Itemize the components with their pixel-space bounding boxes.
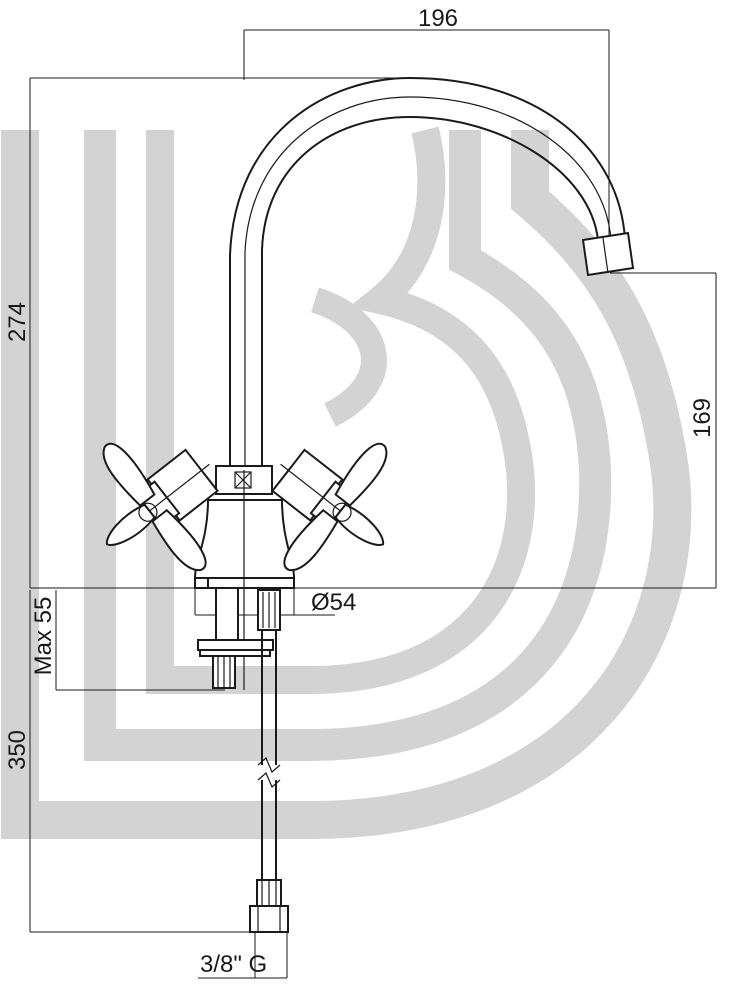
dimension-max-deck-thickness: Max 55: [30, 590, 225, 691]
mounting-hardware: [197, 470, 274, 690]
base-diameter-label: Ø54: [311, 589, 356, 616]
hose-connection-nut: [249, 905, 289, 933]
dimension-connection-thread: 3/8" G: [198, 932, 288, 979]
max-deck-thickness-label: Max 55: [30, 597, 57, 676]
dimension-spout-height: 169: [30, 272, 717, 589]
flexible-supply-hose: [249, 589, 289, 933]
dimension-total-height: 274: [4, 77, 400, 588]
spout-aerator: [581, 231, 635, 277]
left-cross-handle: [102, 442, 219, 572]
spout-height-label: 169: [689, 398, 716, 438]
dimension-spout-reach: 196: [243, 5, 610, 240]
connection-thread-label: 3/8" G: [200, 951, 267, 978]
right-cross-handle: [271, 442, 388, 572]
gooseneck-spout: [229, 76, 635, 468]
dimension-hose-length: 350: [4, 590, 255, 933]
spout-reach-label: 196: [418, 5, 458, 32]
total-height-label: 274: [4, 302, 31, 342]
hose-length-label: 350: [4, 730, 31, 770]
